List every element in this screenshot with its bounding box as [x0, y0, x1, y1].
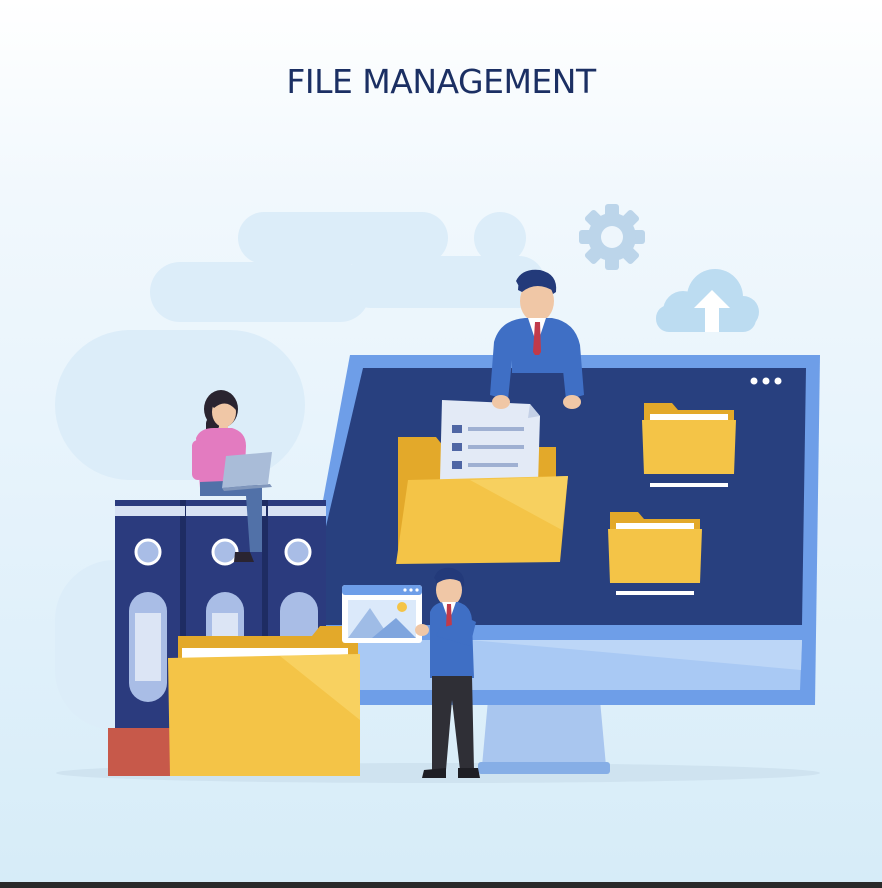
folder-icon	[642, 403, 736, 487]
folder-icon	[168, 626, 360, 776]
monitor-stand	[478, 700, 610, 774]
laptop-icon	[222, 452, 272, 491]
open-folder-with-document	[396, 400, 568, 564]
window-dots-icon	[750, 377, 782, 385]
man-on-monitor	[490, 269, 584, 409]
storage-box	[108, 728, 172, 776]
gear-icon	[579, 204, 645, 270]
folder-icon	[608, 512, 702, 595]
man-standing	[415, 567, 480, 778]
page-title: FILE MANAGEMENT	[286, 62, 596, 101]
cloud-upload-icon	[656, 269, 759, 332]
image-icon	[342, 585, 422, 643]
document-icon	[440, 400, 540, 484]
bottom-bar	[0, 882, 882, 888]
woman-with-laptop	[192, 390, 272, 562]
